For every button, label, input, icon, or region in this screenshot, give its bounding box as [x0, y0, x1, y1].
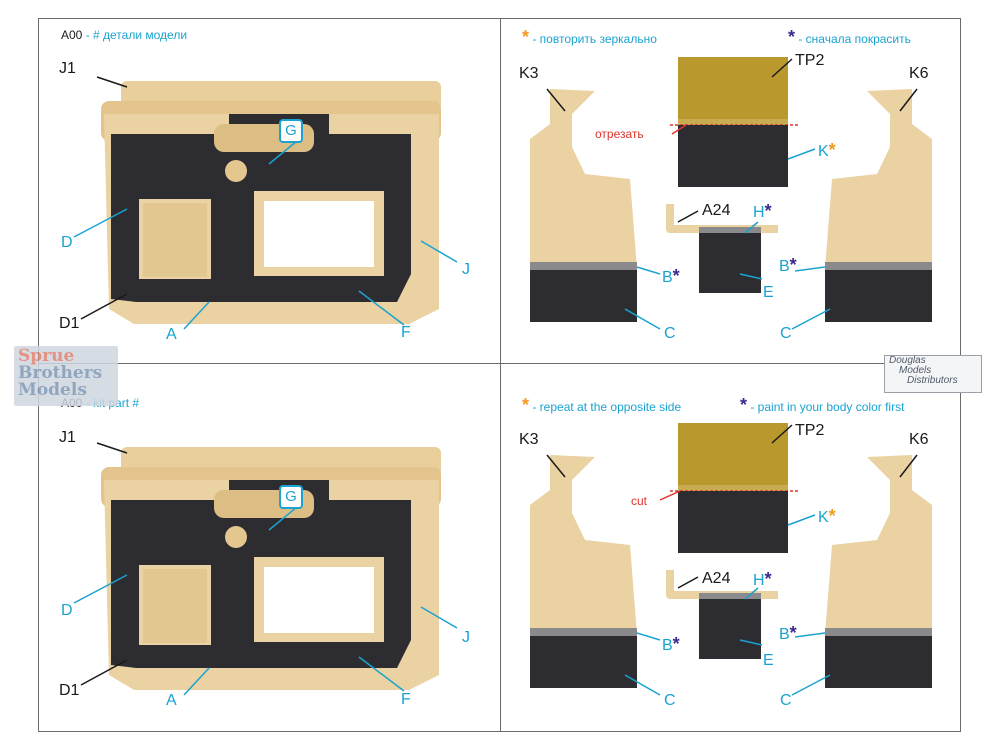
label-c-left: C — [664, 325, 676, 342]
label-b-right: B* — [779, 624, 797, 643]
label-a24: A24 — [702, 202, 731, 219]
header-code: A00 — [61, 28, 83, 42]
note-purple-text: - сначала покрасить — [795, 32, 911, 46]
label-tp2: TP2 — [795, 52, 825, 69]
distributor-line-1: Douglas — [889, 355, 926, 366]
floor-tub-illustration — [73, 442, 458, 696]
label-k-text: K — [818, 143, 829, 160]
orange-star-icon: * — [522, 27, 530, 47]
label-k6: K6 — [909, 431, 929, 448]
note-paint: * - сначала покрасить — [788, 28, 911, 46]
label-j: J — [462, 629, 470, 646]
label-k6: K6 — [909, 65, 929, 82]
purple-star-icon: * — [740, 395, 748, 415]
note-mirror: * - repeat at the opposite side — [522, 396, 681, 414]
label-c-right: C — [780, 325, 792, 342]
label-b-left: B* — [662, 267, 680, 286]
label-b-text: B — [779, 626, 790, 643]
label-j1: J1 — [59, 60, 76, 77]
note-mirror: * - повторить зеркально — [522, 28, 657, 46]
seat-parts-illustration — [530, 423, 932, 696]
label-c-right: C — [780, 692, 792, 709]
label-k3: K3 — [519, 65, 539, 82]
label-tp2: TP2 — [795, 422, 825, 439]
panel-top-right: * - повторить зеркально * - сначала покр… — [500, 19, 962, 364]
vertical-divider — [500, 18, 501, 732]
label-j: J — [462, 261, 470, 278]
seat-parts-illustration — [530, 57, 932, 330]
label-h: H* — [753, 570, 772, 589]
floor-tub-illustration — [73, 76, 458, 330]
orange-star-icon: * — [828, 506, 836, 526]
purple-star-icon: * — [764, 569, 772, 589]
label-b-right: B* — [779, 256, 797, 275]
panel-bottom-right: * - repeat at the opposite side * - pain… — [500, 385, 962, 730]
label-b-text: B — [779, 258, 790, 275]
purple-star-icon: * — [788, 27, 796, 47]
note-orange-text: - повторить зеркально — [529, 32, 657, 46]
label-d1: D1 — [59, 315, 80, 332]
label-e: E — [763, 284, 774, 301]
label-a: A — [166, 326, 177, 343]
label-d: D — [61, 234, 73, 251]
panel-bottom-left: A00 - kit part # J1 D D1 A F J G — [39, 385, 501, 730]
purple-star-icon: * — [672, 634, 680, 654]
watermark-line-2: Brothers — [18, 363, 103, 383]
label-a: A — [166, 692, 177, 709]
label-f: F — [401, 324, 411, 341]
panel-top-left: A00 - # детали модели J1 D D1 A F J G — [39, 19, 501, 364]
watermark-line-1: Sprue — [18, 346, 75, 366]
horizontal-divider — [38, 363, 961, 364]
label-b-text: B — [662, 637, 673, 654]
distributor-line-2: Models — [899, 365, 932, 376]
orange-star-icon: * — [828, 140, 836, 160]
label-h: H* — [753, 202, 772, 221]
watermark-line-3: Models — [18, 380, 87, 400]
label-b-left: B* — [662, 635, 680, 654]
orange-star-icon: * — [522, 395, 530, 415]
purple-star-icon: * — [672, 266, 680, 286]
label-h-text: H — [753, 204, 765, 221]
purple-star-icon: * — [789, 623, 797, 643]
label-k: K* — [818, 141, 836, 160]
label-k: K* — [818, 507, 836, 526]
label-k-text: K — [818, 509, 829, 526]
label-j1: J1 — [59, 429, 76, 446]
note-paint: * - paint in your body color first — [740, 396, 904, 414]
distributor-logo: Douglas Models Distributors — [884, 355, 982, 393]
sprue-brothers-watermark: Sprue Brothers Models — [14, 346, 118, 406]
label-d: D — [61, 602, 73, 619]
note-purple-text: - paint in your body color first — [747, 400, 905, 414]
label-b-text: B — [662, 269, 673, 286]
header-text: - # детали модели — [82, 28, 188, 42]
note-orange-text: - repeat at the opposite side — [529, 400, 682, 414]
header-kit-part-code: A00 - # детали модели — [61, 29, 187, 41]
label-e: E — [763, 652, 774, 669]
label-a24: A24 — [702, 570, 731, 587]
label-cut: cut — [631, 494, 648, 508]
label-f: F — [401, 691, 411, 708]
purple-star-icon: * — [789, 255, 797, 275]
label-d1: D1 — [59, 682, 80, 699]
label-h-text: H — [753, 572, 765, 589]
label-c-left: C — [664, 692, 676, 709]
label-g: G — [279, 119, 303, 143]
label-cut: отрезать — [595, 127, 644, 141]
purple-star-icon: * — [764, 201, 772, 221]
distributor-line-3: Distributors — [907, 375, 958, 386]
label-k3: K3 — [519, 431, 539, 448]
label-g: G — [279, 485, 303, 509]
